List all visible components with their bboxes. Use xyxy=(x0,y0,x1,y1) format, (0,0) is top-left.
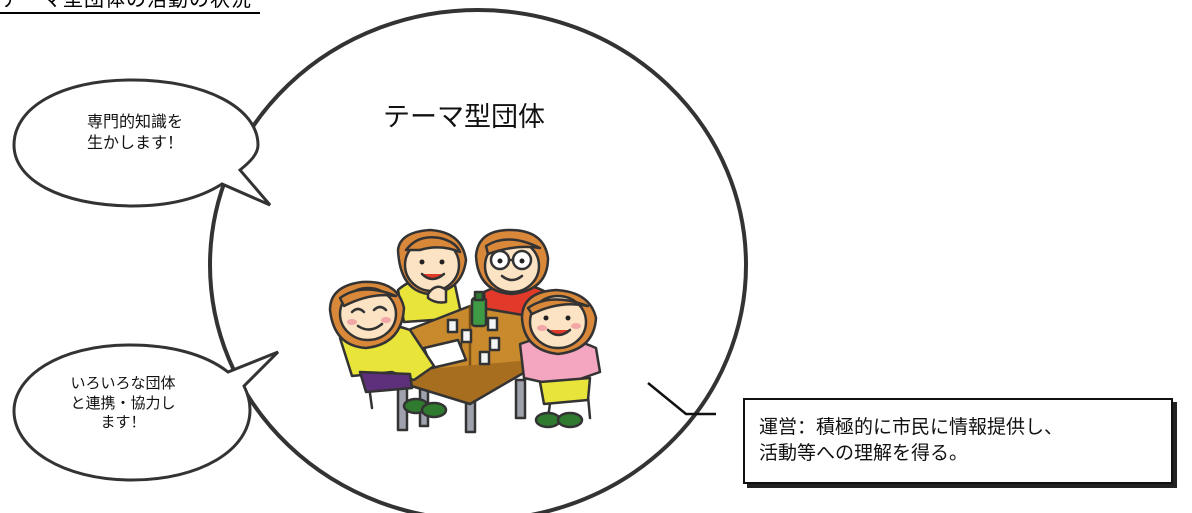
speech-bubble-bottom-line-2: と連携・協力し xyxy=(70,393,176,412)
speech-bubble-top xyxy=(12,78,272,208)
speech-bubble-bottom-line-3: ます！ xyxy=(100,413,146,431)
circle-title: テーマ型団体 xyxy=(383,102,545,133)
operation-note-line-2: 活動等への理解を得る。 xyxy=(759,442,969,465)
speech-bubble-bottom-text: いろいろな団体 と連携・協力し ます！ xyxy=(48,374,198,433)
speech-bubble-bottom-line-1: いろいろな団体 xyxy=(70,374,176,392)
speech-bubble-top-line-2: 生かします！ xyxy=(86,132,183,152)
operation-note-box: 運営：積極的に市民に情報提供し、 活動等への理解を得る。 xyxy=(743,398,1173,484)
operation-note-line-1: 運営：積極的に市民に情報提供し、 xyxy=(759,416,1064,438)
person-front-left xyxy=(328,280,448,419)
speech-bubble-bottom xyxy=(12,343,280,482)
theme-group-circle xyxy=(208,8,748,513)
people-meeting-at-table-icon xyxy=(328,228,602,434)
speech-bubble-top-text: 専門的知識を 生かします！ xyxy=(60,112,210,154)
speech-bubble-top-line-1: 専門的知識を xyxy=(86,112,183,131)
person-front-right xyxy=(518,288,602,429)
bottle-icon xyxy=(470,290,488,328)
connector-line xyxy=(647,382,716,416)
page-heading: テーマ型団体の活動の状況 xyxy=(0,0,260,14)
person-back-left xyxy=(396,228,468,324)
